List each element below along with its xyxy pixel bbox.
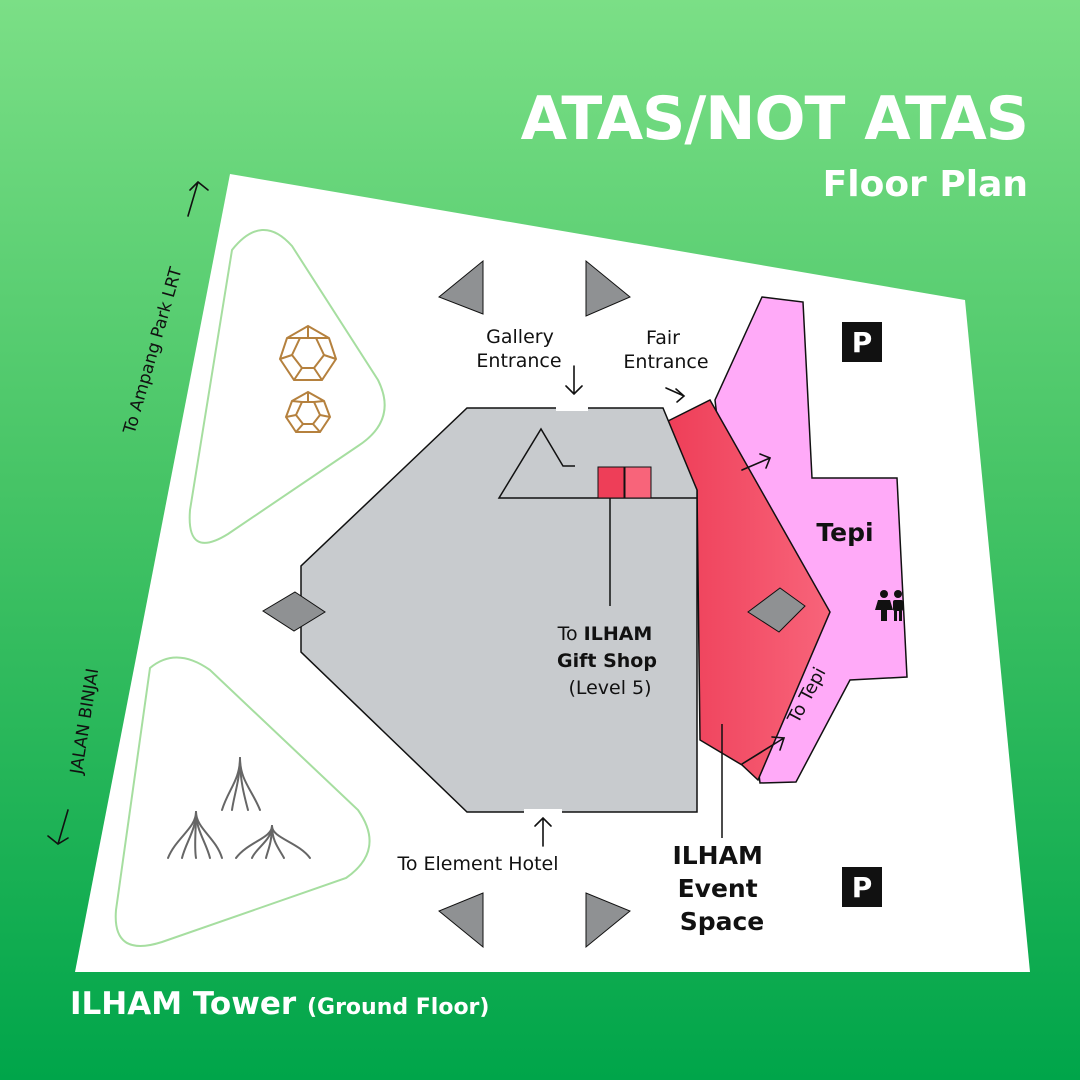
fair-entrance-label: Fair Entrance — [623, 327, 708, 373]
arrow-icon — [741, 736, 786, 765]
parking-label: P — [852, 871, 873, 904]
triangle-marker — [438, 892, 484, 949]
gift-shop-outline — [497, 427, 697, 499]
sculpture-icon — [284, 390, 332, 433]
arrow-icon — [565, 365, 583, 396]
parking-icon — [842, 867, 882, 907]
gift-shop-label: To ILHAM Gift Shop (Level 5) — [557, 623, 663, 699]
hotel-entrance-door — [524, 809, 562, 815]
tree-icon — [221, 757, 261, 811]
gift-shop-block — [624, 466, 652, 499]
triangle-marker — [585, 259, 631, 317]
parking-icon — [842, 322, 882, 362]
pillar-west — [262, 591, 326, 632]
gift-shop-block — [597, 466, 625, 499]
triangle-marker — [585, 892, 631, 949]
poster-subtitle: Floor Plan — [822, 164, 1028, 205]
event-space-label: ILHAM Event Space — [672, 841, 771, 936]
arrow-icon — [741, 453, 772, 471]
arrow-icon — [665, 387, 686, 403]
gallery-area — [300, 407, 698, 813]
building-label: ILHAM Tower (Ground Floor) — [70, 986, 489, 1022]
ampang-lrt-label: To Ampang Park LRT — [120, 264, 187, 437]
jalan-binjai-label: JALAN BINJAI — [67, 667, 104, 777]
element-hotel-label: To Element Hotel — [396, 853, 558, 875]
restroom-icon — [875, 590, 903, 621]
arrow-icon — [47, 809, 69, 845]
pillar-east — [747, 587, 806, 633]
poster-title: ATAS/NOT ATAS — [520, 84, 1029, 154]
tepi-label: Tepi — [816, 518, 873, 547]
garden-south — [114, 656, 371, 947]
tree-icon — [235, 825, 311, 859]
sculpture-icon — [278, 324, 338, 381]
building-floor: (Ground Floor) — [306, 995, 490, 1020]
triangle-marker — [438, 259, 484, 315]
gallery-entrance-door — [556, 405, 588, 411]
tree-icon — [167, 811, 223, 859]
arrow-icon — [534, 816, 552, 847]
garden-north — [188, 229, 386, 544]
building-name: ILHAM Tower — [70, 986, 297, 1022]
parking-label: P — [852, 326, 873, 359]
arrow-icon — [187, 180, 209, 217]
gallery-entrance-label: Gallery Entrance — [476, 326, 561, 372]
